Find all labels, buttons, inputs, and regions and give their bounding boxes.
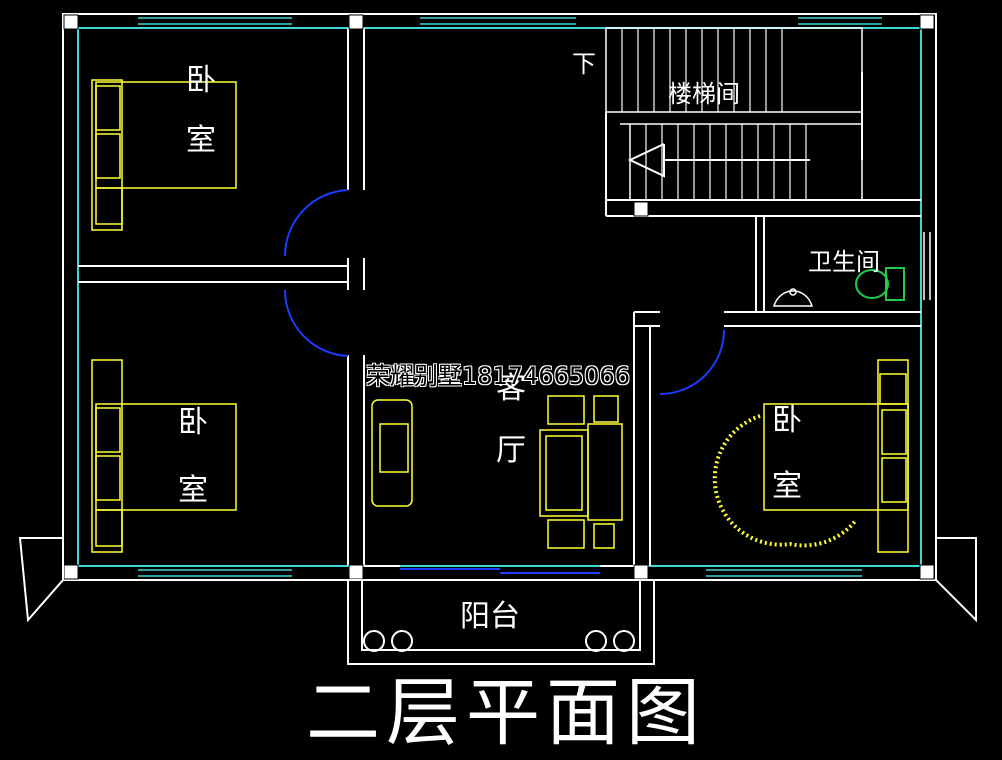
- bed-right: [712, 359, 909, 553]
- living-room-line1: 客: [496, 371, 526, 406]
- bedroom-bottom-left-line2: 室: [178, 473, 208, 508]
- bedroom-bottom-left-line1: 卧: [178, 405, 208, 440]
- windows-top: [138, 17, 882, 577]
- toilet: [855, 267, 905, 301]
- stair-line-group: [621, 28, 807, 200]
- bed-bottom-left: [91, 359, 237, 553]
- stair-down-label: 下: [572, 50, 596, 78]
- stair-arrow: [627, 72, 863, 178]
- bed-top-left: [91, 79, 237, 231]
- balcony-sliding-door: [400, 568, 600, 574]
- living-room-line2: 厅: [496, 433, 526, 468]
- living-room-label: 客 厅: [494, 374, 528, 466]
- bathroom-window: [923, 232, 931, 300]
- door-swings: [283, 189, 725, 395]
- watermark: 荣耀别墅18174665066: [366, 362, 630, 390]
- wash-basin: [772, 288, 814, 307]
- bedroom-top-left-line1: 卧: [186, 63, 216, 98]
- bedroom-right-line1: 卧: [772, 403, 802, 438]
- bedroom-bottom-left-label: 卧 室: [176, 408, 210, 506]
- tv-cabinet: [371, 399, 413, 507]
- bedroom-top-left-line2: 室: [186, 123, 216, 158]
- structural-columns: [63, 14, 935, 580]
- sofa-set: [539, 395, 623, 549]
- balcony-label: 阳台: [460, 599, 520, 634]
- stairwell-label: 楼梯间: [668, 80, 740, 108]
- bedroom-top-left-label: 卧 室: [184, 66, 218, 156]
- balcony-outline: [18, 537, 977, 665]
- drawing-title: 二层平面图: [306, 670, 706, 756]
- bedroom-right-line2: 室: [772, 469, 802, 504]
- bathroom-label: 卫生间: [808, 248, 880, 276]
- bedroom-right-label: 卧 室: [770, 406, 804, 502]
